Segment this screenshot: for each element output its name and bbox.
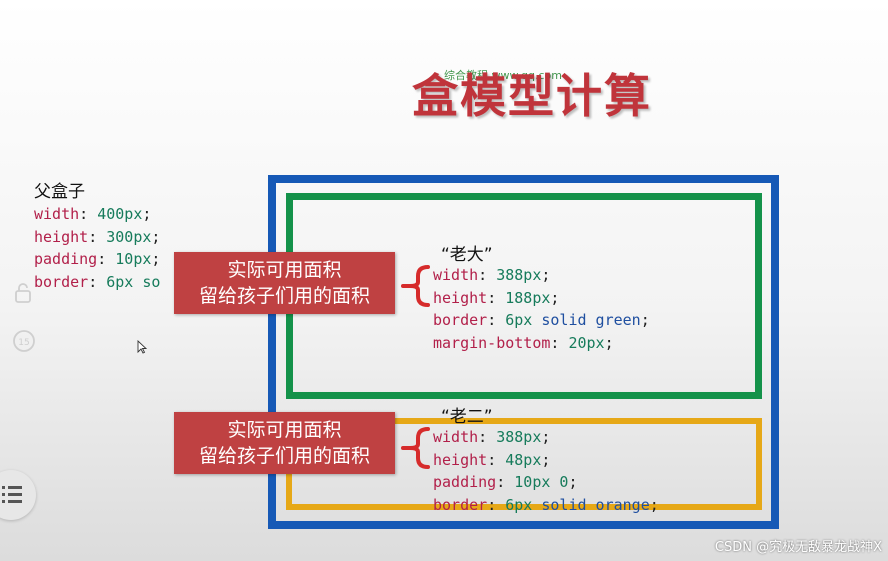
code-prop: width — [433, 266, 479, 284]
note-line: 实际可用面积 — [227, 419, 342, 441]
code-value: 10px — [115, 250, 152, 268]
top-watermark: 综合教程 www.qq.com — [444, 69, 562, 82]
note-line: 留给孩子们用的面积 — [198, 445, 370, 467]
usable-area-note-2: 实际可用面积 留给孩子们用的面积 — [174, 412, 395, 474]
brace-icon — [401, 265, 430, 307]
brace-icon — [401, 427, 430, 469]
code-value: 6px — [505, 311, 533, 329]
code-prop: height — [433, 450, 488, 469]
code-prop: height — [34, 227, 89, 246]
parent-code: width: 400px; height: 300px; padding: 10… — [34, 205, 161, 291]
code-prop: border — [433, 495, 488, 514]
note-line: 实际可用面积 — [227, 259, 342, 281]
lock-icon[interactable] — [11, 281, 35, 305]
code-value: 388px — [496, 266, 542, 284]
code-prop: width — [433, 428, 479, 446]
replay-seconds: 15 — [18, 338, 29, 348]
slide-title: 盒模型计算 — [412, 69, 652, 123]
code-value: 10px 0 — [514, 473, 569, 491]
mouse-cursor-icon — [137, 340, 147, 354]
code-value: 6px — [505, 495, 533, 514]
child1-code: width: 388px; height: 188px; border: 6px… — [433, 266, 650, 352]
code-value: 6px so — [106, 272, 161, 291]
code-keyword: solid orange — [541, 495, 650, 514]
child2-code: width: 388px; height: 48px; padding: 10p… — [433, 428, 659, 514]
code-prop: height — [433, 288, 488, 307]
menu-button[interactable] — [0, 470, 36, 520]
code-value: 20px — [568, 333, 605, 352]
code-prop: border — [433, 311, 488, 329]
code-prop: width — [34, 205, 80, 223]
replay-15-icon[interactable]: 15 — [11, 328, 37, 354]
code-value: 400px — [97, 205, 143, 223]
parent-label: 父盒子 — [34, 182, 85, 202]
code-value: 388px — [496, 428, 542, 446]
note-line: 留给孩子们用的面积 — [198, 285, 370, 307]
usable-area-note-1: 实际可用面积 留给孩子们用的面积 — [174, 252, 395, 314]
code-keyword: solid green — [541, 311, 641, 329]
code-prop: margin-bottom — [433, 333, 551, 352]
code-value: 48px — [505, 450, 542, 469]
menu-icon — [2, 486, 22, 503]
child2-label: “老二” — [441, 407, 493, 427]
parent-css-block: 父盒子 width: 400px; height: 300px; padding… — [34, 181, 160, 293]
code-value: 188px — [505, 288, 551, 307]
csdn-credit: CSDN @究极无敌暴龙战神X — [714, 540, 882, 555]
parent-box-diagram — [268, 175, 779, 529]
code-prop: padding — [433, 473, 497, 491]
code-value: 300px — [106, 227, 152, 246]
code-prop: border — [34, 272, 89, 291]
child1-label: “老大” — [441, 245, 493, 265]
code-prop: padding — [34, 250, 98, 268]
